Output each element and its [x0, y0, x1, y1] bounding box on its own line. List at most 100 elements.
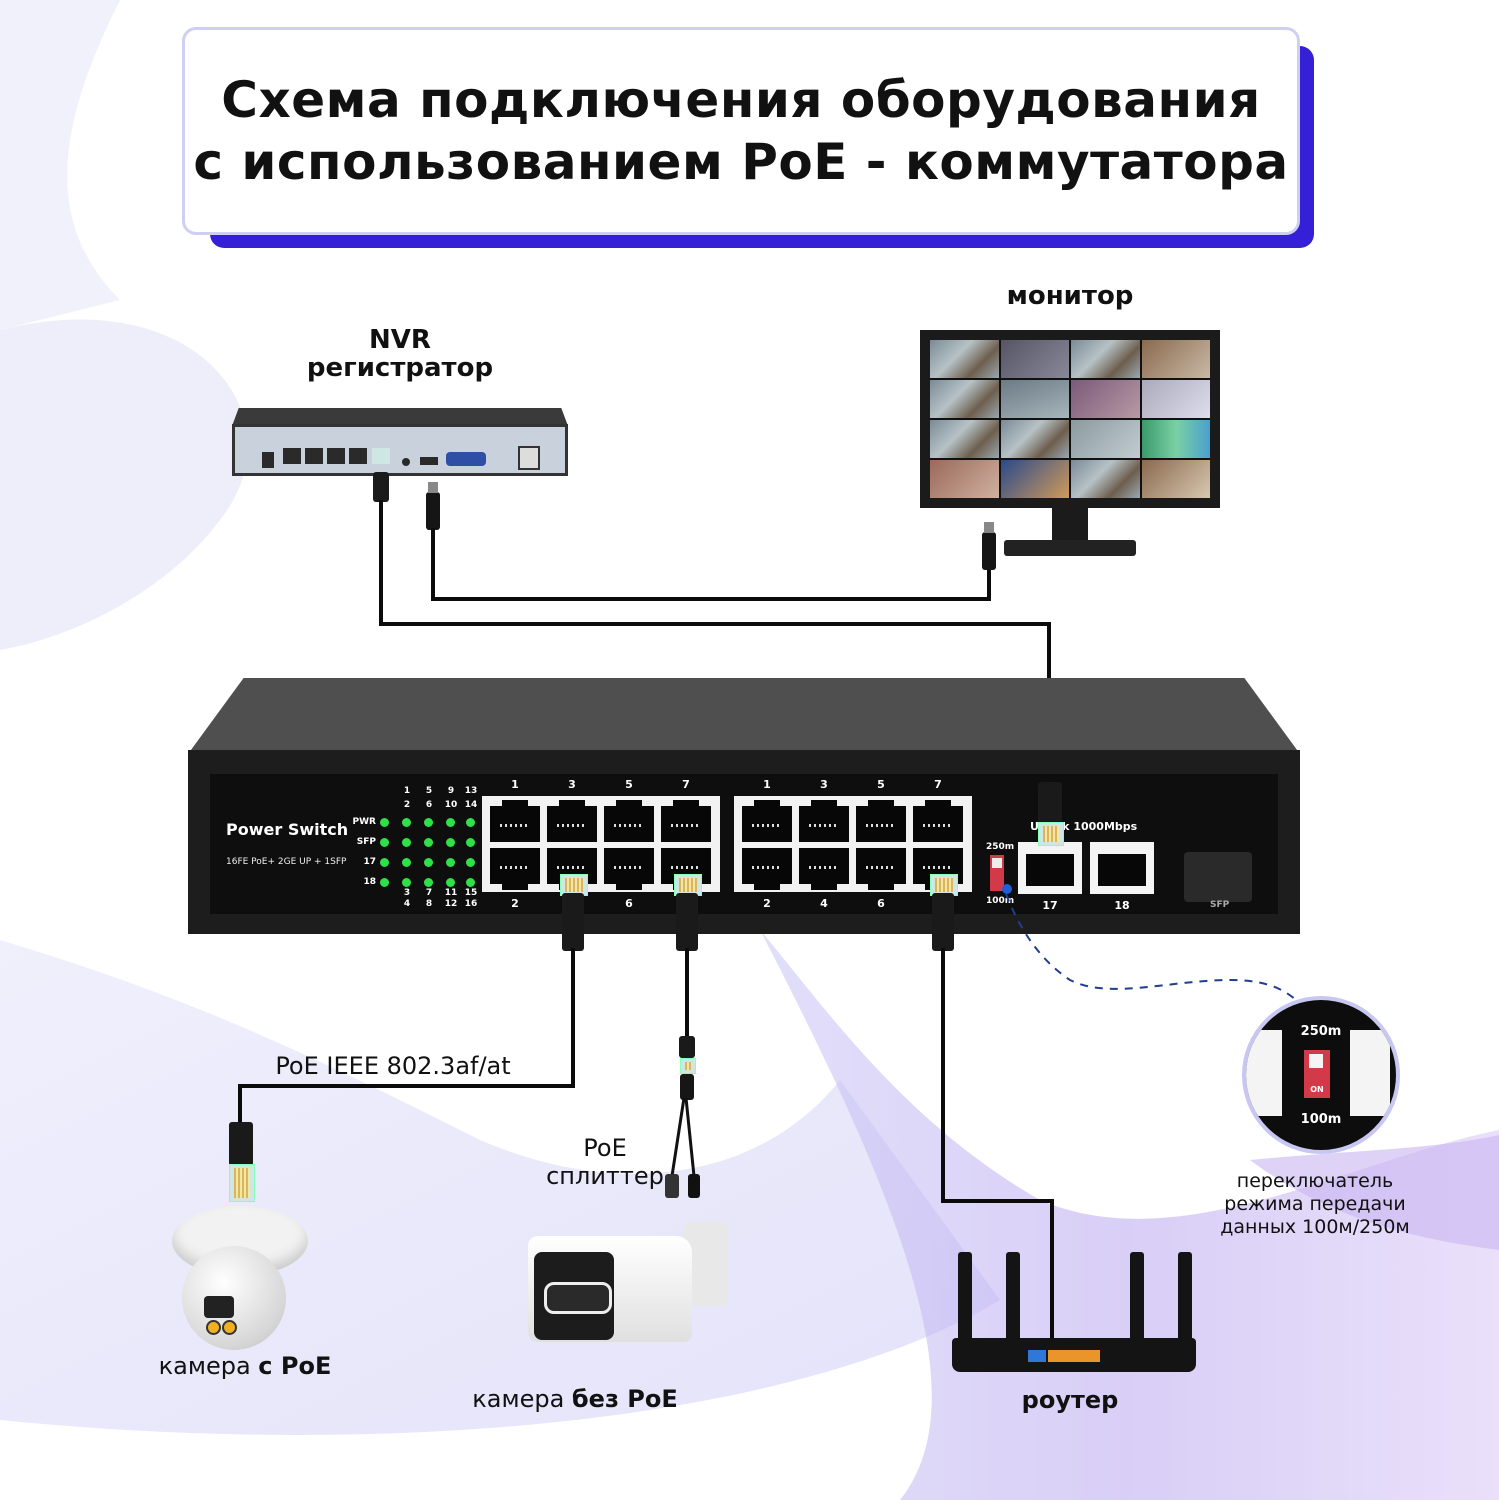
- inset-label-top: 250m: [1300, 1024, 1342, 1039]
- camera-feed-tile: [930, 380, 999, 418]
- camera-feed-tile: [1141, 340, 1210, 378]
- camera-feed-tile: [1000, 340, 1069, 378]
- sfp-label: SFP: [1210, 900, 1230, 910]
- port-number: 2: [511, 897, 519, 910]
- ethernet-port[interactable]: [913, 800, 963, 842]
- ethernet-port[interactable]: [742, 848, 792, 890]
- ethernet-port[interactable]: [661, 800, 711, 842]
- camera-no-poe-label: камера без PoE: [470, 1385, 680, 1413]
- nvr-lan-port-1: [283, 448, 301, 464]
- ethernet-port[interactable]: [604, 800, 654, 842]
- led-column-number: 6: [425, 800, 433, 810]
- page-title-line1: Схема подключения оборудования: [221, 71, 1261, 129]
- dome-camera-lens: [204, 1296, 234, 1318]
- nvr-vga-port: [446, 452, 486, 466]
- title-box: Схема подключения оборудования с использ…: [182, 27, 1300, 235]
- led-column-number: 2: [403, 800, 411, 810]
- ethernet-port[interactable]: [490, 848, 540, 890]
- status-led: [380, 818, 389, 827]
- status-led: [466, 858, 475, 867]
- monitor-device: [920, 330, 1220, 508]
- dome-camera-ball: [182, 1246, 286, 1350]
- dip-switch[interactable]: [990, 855, 1004, 891]
- callout-dashed-line: [1005, 893, 1297, 1001]
- caption-line1: переключатель: [1236, 1170, 1394, 1192]
- inset-port-edge: [1350, 1030, 1390, 1116]
- ethernet-cable-nvr: [379, 500, 383, 626]
- port-number: 4: [820, 897, 828, 910]
- led-row-label: PWR: [352, 817, 376, 827]
- camera-feed-tile: [1000, 460, 1069, 498]
- ethernet-port[interactable]: [856, 800, 906, 842]
- callout-dot: [1002, 884, 1012, 894]
- camera-feed-tile: [1141, 380, 1210, 418]
- hdmi-plug-icon: [426, 482, 440, 530]
- camera-no-poe-label-suffix: без PoE: [571, 1385, 678, 1413]
- nvr-audio-port: [402, 458, 410, 466]
- ethernet-cable-router: [941, 1199, 1054, 1203]
- ethernet-port[interactable]: [490, 800, 540, 842]
- nvr-power-port: [262, 452, 274, 468]
- nvr-lan-port-2: [305, 448, 323, 464]
- led-column-number: 5: [425, 786, 433, 796]
- nvr-hdmi-port: [420, 457, 438, 465]
- ethernet-port[interactable]: [742, 800, 792, 842]
- camera-feed-tile: [1071, 340, 1140, 378]
- led-column-number: 8: [425, 899, 433, 909]
- camera-poe-label: камера с PoE: [150, 1352, 340, 1380]
- router-lan-ports[interactable]: [1048, 1350, 1100, 1362]
- hdmi-cable: [431, 597, 991, 601]
- dome-camera-led: [206, 1320, 221, 1335]
- rj45-connector: [680, 1058, 696, 1074]
- led-column-number: 11: [444, 888, 458, 898]
- sfp-port[interactable]: [1184, 852, 1252, 902]
- ethernet-port[interactable]: [799, 848, 849, 890]
- hdmi-cable: [987, 560, 991, 600]
- status-led: [466, 878, 475, 887]
- camera-feed-tile: [1071, 420, 1140, 458]
- dome-camera-led: [222, 1320, 237, 1335]
- rj45-plug-icon: [1038, 782, 1062, 824]
- poe-splitter: [680, 1074, 694, 1100]
- uplink-port-18[interactable]: [1090, 842, 1154, 894]
- splitter-label: PoE сплиттер: [540, 1134, 670, 1190]
- uplink-port-number: 18: [1114, 899, 1130, 912]
- led-column-number: 3: [403, 888, 411, 898]
- ethernet-port[interactable]: [799, 800, 849, 842]
- camera-feed-tile: [1000, 420, 1069, 458]
- status-led: [402, 818, 411, 827]
- router-label: роутер: [1021, 1386, 1119, 1414]
- port-number: 1: [511, 778, 519, 791]
- ethernet-port[interactable]: [547, 800, 597, 842]
- nvr-label-line2: регистратор: [306, 353, 494, 383]
- dip-label-bottom: 100m: [986, 896, 1015, 906]
- port-number: 1: [763, 778, 771, 791]
- ethernet-port[interactable]: [604, 848, 654, 890]
- rj45-plug-icon: [562, 893, 584, 951]
- led-row-label: SFP: [356, 837, 376, 847]
- status-led: [446, 878, 455, 887]
- led-column-number: 7: [425, 888, 433, 898]
- router-antenna: [1006, 1252, 1020, 1362]
- led-column-number: 16: [464, 899, 478, 909]
- rj45-connector: [560, 874, 588, 896]
- status-led: [402, 878, 411, 887]
- led-row-label: 18: [363, 877, 376, 887]
- camera-feed-tile: [1071, 380, 1140, 418]
- ethernet-port[interactable]: [856, 848, 906, 890]
- port-number: 6: [877, 897, 885, 910]
- uplink-port-number: 17: [1042, 899, 1058, 912]
- status-led: [466, 818, 475, 827]
- rj45-plug-icon: [373, 472, 389, 502]
- camera-feed-tile: [1141, 460, 1210, 498]
- splitter-label-line1: PoE: [583, 1134, 627, 1162]
- status-led: [446, 838, 455, 847]
- router-wan-port[interactable]: [1028, 1350, 1046, 1362]
- ethernet-cable-nvr: [379, 622, 1051, 626]
- nvr-label: NVR регистратор: [300, 326, 500, 382]
- camera-feed-tile: [930, 420, 999, 458]
- uplink-port-17[interactable]: [1018, 842, 1082, 894]
- router-antenna: [958, 1252, 972, 1362]
- inset-port-edge: [1246, 1030, 1282, 1116]
- status-led: [424, 878, 433, 887]
